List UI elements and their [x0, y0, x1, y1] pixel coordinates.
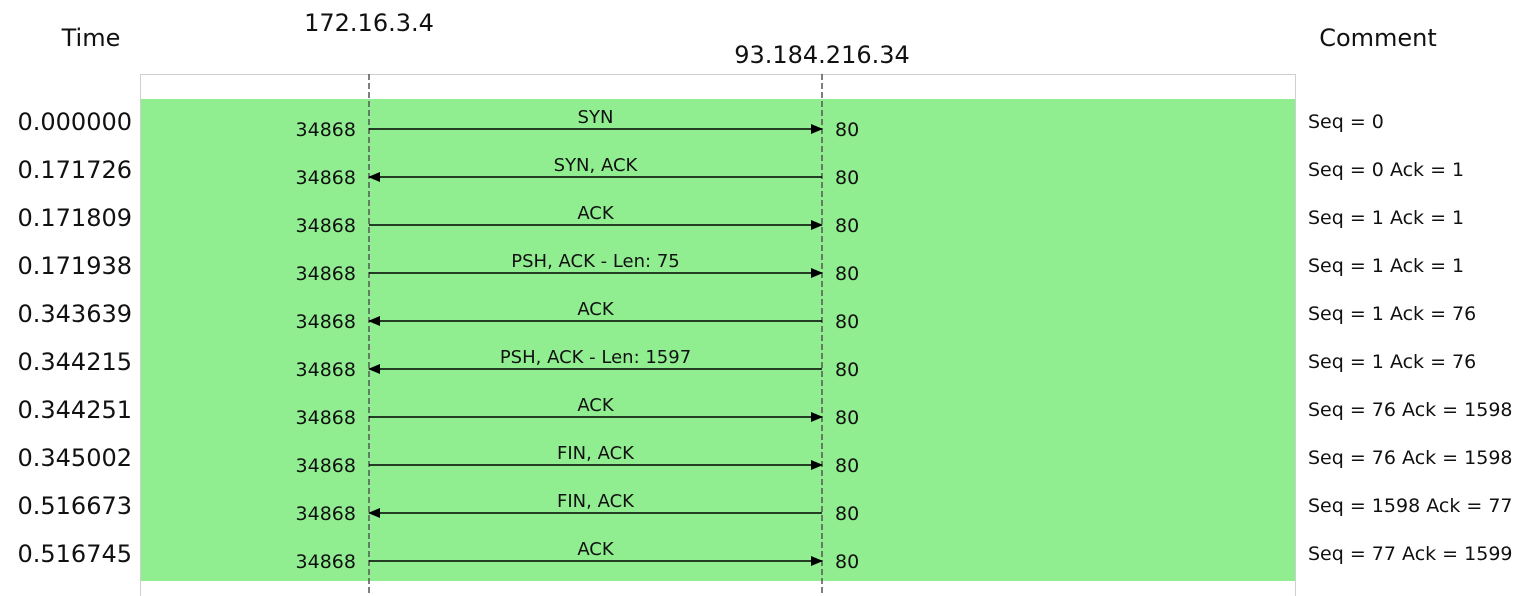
row-comment: Seq = 1598 Ack = 77 [1308, 495, 1513, 517]
row-time: 0.171726 [17, 156, 132, 184]
row-source-port: 34868 [295, 119, 356, 141]
conversation-highlight [141, 99, 1295, 581]
row-source-port: 34868 [295, 167, 356, 189]
row-time: 0.345002 [17, 444, 132, 472]
row-destination-port: 80 [835, 551, 860, 573]
row-source-port: 34868 [295, 311, 356, 333]
row-source-port: 34868 [295, 359, 356, 381]
row-time: 0.516673 [17, 492, 132, 520]
message-label: PSH, ACK - Len: 1597 [500, 347, 691, 368]
row-destination-port: 80 [835, 119, 860, 141]
row-comment: Seq = 0 [1308, 111, 1384, 133]
row-destination-port: 80 [835, 455, 860, 477]
row-source-port: 34868 [295, 407, 356, 429]
row-time: 0.171809 [17, 204, 132, 232]
message-label: FIN, ACK [557, 443, 635, 464]
row-source-port: 34868 [295, 503, 356, 525]
row-comment: Seq = 76 Ack = 1598 [1308, 447, 1513, 469]
message-label: SYN [578, 107, 614, 128]
row-comment: Seq = 0 Ack = 1 [1308, 159, 1465, 181]
row-source-port: 34868 [295, 551, 356, 573]
row-destination-port: 80 [835, 263, 860, 285]
time-column-header: Time [61, 24, 121, 52]
row-source-port: 34868 [295, 455, 356, 477]
message-label: ACK [577, 539, 615, 560]
row-time: 0.344251 [17, 396, 132, 424]
row-source-port: 34868 [295, 215, 356, 237]
message-label: ACK [577, 395, 615, 416]
host-a-header: 172.16.3.4 [304, 9, 434, 37]
row-comment: Seq = 1 Ack = 1 [1308, 255, 1465, 277]
message-label: PSH, ACK - Len: 75 [511, 251, 679, 272]
row-destination-port: 80 [835, 359, 860, 381]
row-comment: Seq = 1 Ack = 76 [1308, 303, 1477, 325]
message-label: FIN, ACK [557, 491, 635, 512]
host-b-header: 93.184.216.34 [734, 41, 910, 69]
row-destination-port: 80 [835, 215, 860, 237]
row-comment: Seq = 1 Ack = 76 [1308, 351, 1477, 373]
row-time: 0.344215 [17, 348, 132, 376]
row-time: 0.000000 [17, 108, 132, 136]
row-destination-port: 80 [835, 407, 860, 429]
row-comment: Seq = 76 Ack = 1598 [1308, 399, 1513, 421]
row-destination-port: 80 [835, 503, 860, 525]
row-comment: Seq = 77 Ack = 1599 [1308, 543, 1513, 565]
message-label: ACK [577, 299, 615, 320]
row-destination-port: 80 [835, 167, 860, 189]
message-label: ACK [577, 203, 615, 224]
row-time: 0.516745 [17, 540, 132, 568]
comment-column-header: Comment [1319, 24, 1437, 52]
row-comment: Seq = 1 Ack = 1 [1308, 207, 1465, 229]
message-label: SYN, ACK [554, 155, 639, 176]
row-destination-port: 80 [835, 311, 860, 333]
row-source-port: 34868 [295, 263, 356, 285]
row-time: 0.171938 [17, 252, 132, 280]
row-time: 0.343639 [17, 300, 132, 328]
